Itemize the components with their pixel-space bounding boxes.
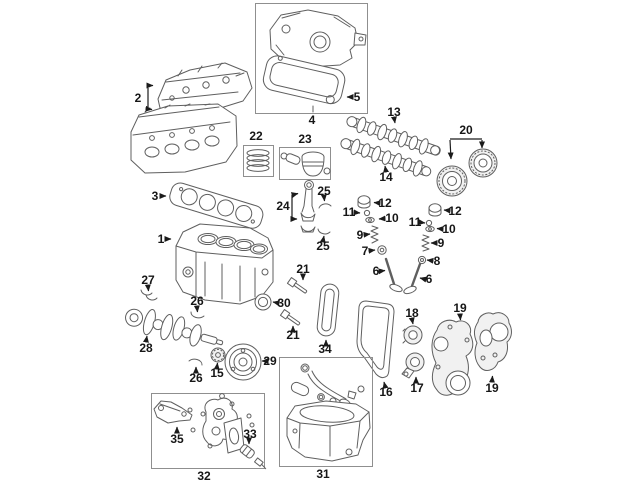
callout-21-upper: 21 [296,262,310,276]
callout-33: 33 [243,427,257,441]
crank-pulley-drawing [225,344,261,380]
cam-gears-drawing [437,149,497,196]
valve-right-icon [403,264,420,295]
callout-26-upper: 26 [190,294,204,308]
timing-cover-inner-drawing [432,320,473,395]
callout-10-right: 10 [442,222,456,236]
callout-18: 18 [405,306,419,320]
callout-25-upper: 25 [317,184,331,198]
callout-3: 3 [151,189,159,203]
oil-pan-box [280,358,373,467]
valve-spring-left-icon [371,226,378,243]
cylinder-head-drawing [131,104,237,173]
callout-26-lower: 26 [189,371,203,385]
oil-pump-drawing [188,394,254,453]
timing-cover-outer-drawing [474,313,511,371]
valve-cover-gasket-drawing [261,54,347,106]
main-bearing-upper-drawing [191,312,204,318]
callout-11-left: 11 [342,205,356,219]
callout-20: 20 [459,123,473,137]
callout-21-lower: 21 [286,328,300,342]
callout-2: 2 [134,91,142,105]
callout-23: 23 [298,132,312,146]
piston-box [280,148,331,180]
callout-34: 34 [318,342,332,356]
valve-keeper-right-icon [426,220,431,225]
callout-10-left: 10 [385,211,399,225]
rod-bearing-lower-drawing [318,229,330,234]
callout-12-left: 12 [378,196,392,210]
drive-belt-drawing [316,283,339,337]
callout-7: 7 [361,244,369,258]
callout-15: 15 [210,366,224,380]
spring-retainer-right-icon [426,226,434,231]
callout-13: 13 [387,105,401,119]
valve-left-icon [386,259,403,293]
callout-9-right: 9 [437,236,445,250]
oil-pump-box [152,394,265,469]
valve-cover-box [256,4,368,114]
callout-17: 17 [410,381,424,395]
callout-19-lower: 19 [485,381,499,395]
thrust-washer-drawing [141,290,157,300]
oil-pan-drawing [287,401,370,461]
camshaft-intake-drawing [345,112,443,159]
piston-drawing [281,152,330,176]
callout-28: 28 [139,341,153,355]
timing-belt-drawing [357,301,394,378]
rod-cap-drawing [301,226,315,232]
mount-bracket-drawing [154,401,192,423]
piston-rings-drawing [247,150,269,172]
valve-cover-drawing [270,10,366,67]
callout-11-right: 11 [408,215,422,229]
valve-spring-right-icon [422,235,429,251]
callout-25-lower: 25 [316,239,330,253]
callout-27: 27 [141,273,155,287]
idler-roller-drawing [403,326,422,344]
tappet-left-icon [358,196,370,208]
callout-19-upper: 19 [453,301,467,315]
callout-16: 16 [379,385,393,399]
callout-1: 1 [157,232,165,246]
callout-31: 31 [316,467,330,480]
piston-rings-box [244,146,274,177]
head-gasket-drawing [168,181,266,231]
callout-14: 14 [379,170,393,184]
crank-sprocket-drawing [211,348,225,362]
cam-carrier-drawing [158,63,252,114]
spring-retainer-left-icon [366,217,374,222]
callout-12-right: 12 [448,204,462,218]
callout-35: 35 [170,432,184,446]
engine-block-drawing [176,224,273,304]
callout-24: 24 [276,199,290,213]
oil-pressure-sensor-drawing [239,444,268,470]
callout-6-right: 6 [425,272,433,286]
callout-32: 32 [197,469,211,480]
callout-30: 30 [277,296,291,310]
valve-train-right-drawing [403,204,441,295]
main-bearing-lower-drawing [189,359,202,365]
tappet-right-icon [429,204,441,216]
callout-leaders [142,82,495,445]
spring-seat-left-icon [378,246,386,254]
callout-29: 29 [263,354,277,368]
crankshaft-drawing [122,302,226,356]
bolt-lower-drawing [280,310,301,327]
callout-6-left: 6 [372,264,380,278]
spring-seat-right-icon [418,256,425,263]
valve-train-left-drawing [358,196,403,293]
callout-4: 4 [308,113,316,127]
bolt-upper-drawing [287,278,308,295]
camshaft-exhaust-drawing [339,134,434,180]
connecting-rod-drawing [301,181,315,233]
callout-22: 22 [249,129,263,143]
front-seal-drawing [255,294,271,310]
rod-bearing-upper-drawing [319,204,331,208]
callout-8: 8 [433,254,441,268]
valve-keeper-left-icon [364,210,369,215]
tensioner-pulley-drawing [402,353,424,378]
callout-9-left: 9 [356,228,364,242]
callout-5: 5 [353,90,361,104]
